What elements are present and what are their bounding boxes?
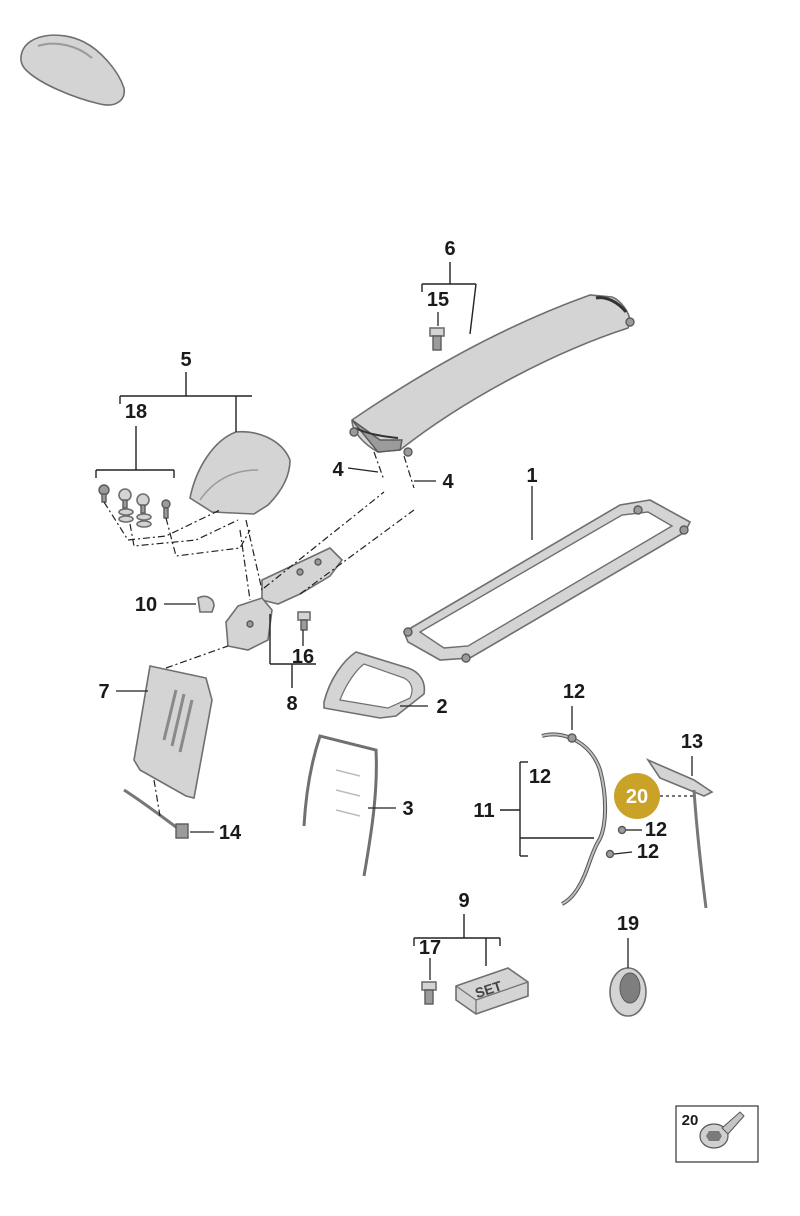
callout-2[interactable]: 2 [436,696,447,718]
part-5-side-cover[interactable] [189,430,291,515]
callout-11[interactable]: 11 [473,800,494,822]
callout-12-mid[interactable]: 12 [645,819,667,841]
callout-19[interactable]: 19 [617,913,639,935]
callout-12-top[interactable]: 12 [563,681,585,703]
callout-13[interactable]: 13 [681,731,703,753]
part-18-screw-set[interactable] [98,484,171,528]
part-2-frame-piece[interactable] [323,651,426,719]
part-1-roof-frame[interactable] [403,499,692,663]
callout-labels: 6 15 5 18 4 4 1 10 16 8 7 2 3 14 12 12 1… [98,238,703,959]
part-16-fastener[interactable] [297,611,311,631]
callout-12-low[interactable]: 12 [637,841,659,863]
callout-17[interactable]: 17 [419,937,441,959]
callout-15[interactable]: 15 [427,289,449,311]
part-11-hose-assembly[interactable] [541,732,608,906]
callout-8[interactable]: 8 [286,693,297,715]
callout-4-right[interactable]: 4 [442,471,454,493]
callout-14[interactable]: 14 [219,822,242,844]
callout-3[interactable]: 3 [402,798,413,820]
callout-16[interactable]: 16 [292,646,314,668]
callout-9[interactable]: 9 [458,890,469,912]
callout-5[interactable]: 5 [180,349,191,371]
callout-4-left[interactable]: 4 [332,459,344,481]
callout-18[interactable]: 18 [125,401,147,423]
callout-1[interactable]: 1 [526,465,537,487]
callout-20-label: 20 [626,786,648,808]
part-13-drain-channel[interactable] [645,758,714,909]
legend-number: 20 [682,1112,699,1129]
part-15-fastener[interactable] [429,327,445,351]
part-8-hinge-bracket[interactable] [225,547,344,651]
dash-dot-lines [103,451,415,817]
part-17-fastener[interactable] [421,981,437,1005]
car-thumbnail [20,34,125,106]
callout-12-bracket[interactable]: 12 [529,766,551,788]
part-14-strap[interactable] [123,788,189,839]
callout-7[interactable]: 7 [98,681,109,703]
part-7-rear-panel[interactable] [133,665,213,799]
leader-lines [95,262,696,980]
part-3-side-seal[interactable] [302,734,378,877]
callout-10[interactable]: 10 [135,594,157,616]
callout-6[interactable]: 6 [444,238,455,260]
screw-icon [699,1111,745,1149]
legend-box[interactable]: 20 [675,1105,759,1163]
part-10-clip[interactable] [197,595,215,613]
part-12-fasteners[interactable] [567,733,627,859]
part-6-roof-panel[interactable] [349,294,635,457]
callout-20-highlighted[interactable]: 20 [614,773,660,819]
part-9-set-box[interactable]: SET [455,967,529,1015]
part-19-grommet[interactable] [609,967,647,1017]
